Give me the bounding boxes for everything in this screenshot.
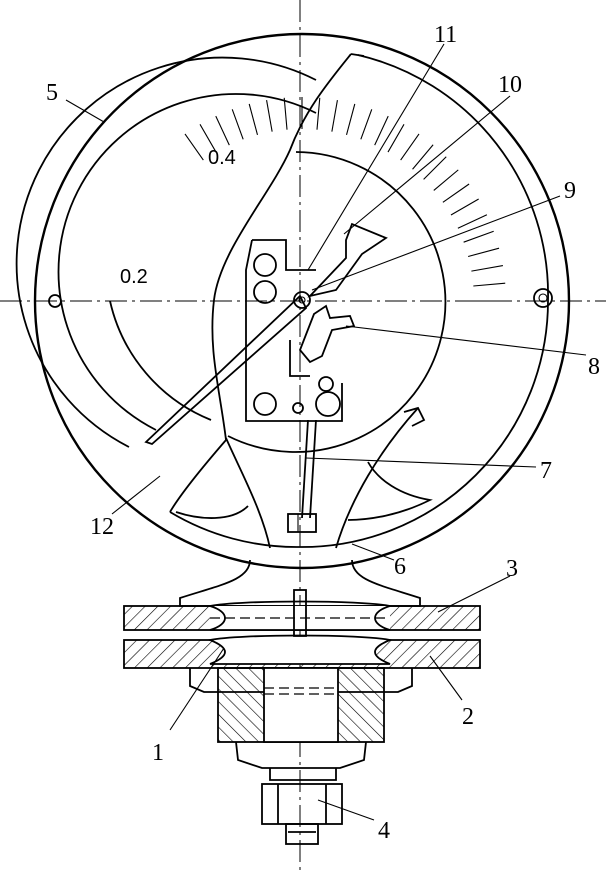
label-part-4: 4 — [378, 818, 390, 844]
label-part-6: 6 — [394, 554, 406, 580]
scale-tick — [387, 124, 405, 153]
label-part-11: 11 — [434, 22, 457, 48]
label-part-10: 10 — [498, 72, 522, 98]
connecting-link — [287, 419, 317, 533]
scale-tick — [471, 265, 503, 272]
scale-tick — [400, 133, 420, 161]
cover-plate — [169, 53, 365, 513]
scale-tick — [450, 198, 479, 216]
label-part-9: 9 — [564, 178, 576, 204]
pointer — [144, 291, 311, 446]
scale-tick — [199, 124, 217, 153]
movement-plate — [227, 151, 447, 453]
scale-tick — [231, 109, 244, 140]
scale-tick — [463, 230, 494, 243]
leader-lines — [65, 43, 587, 821]
scale-tick — [248, 103, 259, 136]
flange-assembly — [123, 559, 481, 845]
label-part-7: 7 — [540, 458, 552, 484]
label-part-12: 12 — [90, 514, 114, 540]
scale-tick — [345, 103, 356, 136]
scale-tick — [433, 169, 459, 191]
scale-label-high: 0.4 — [208, 147, 236, 169]
scale-tick — [374, 115, 389, 146]
dial-scale — [15, 56, 506, 448]
spring-element — [175, 406, 433, 549]
scale-tick — [412, 144, 434, 170]
scale-tick — [467, 247, 500, 258]
scale-tick — [442, 183, 470, 203]
label-part-1: 1 — [152, 740, 164, 766]
scale-tick — [316, 97, 321, 130]
scale-tick — [331, 100, 338, 132]
scale-tick — [360, 109, 373, 140]
scale-tick — [184, 133, 204, 161]
label-part-5: 5 — [46, 80, 58, 106]
scale-tick — [283, 97, 288, 130]
scale-tick — [215, 115, 230, 146]
label-part-3: 3 — [506, 556, 518, 582]
sector-gear — [298, 222, 388, 364]
gauge-case — [33, 32, 571, 570]
scale-tick — [266, 100, 273, 132]
scale-tick — [473, 282, 506, 287]
scale-tick — [423, 156, 447, 180]
scale-label-low: 0.2 — [120, 266, 148, 288]
label-part-2: 2 — [462, 704, 474, 730]
label-part-8: 8 — [588, 354, 600, 380]
scale-tick — [457, 214, 488, 229]
